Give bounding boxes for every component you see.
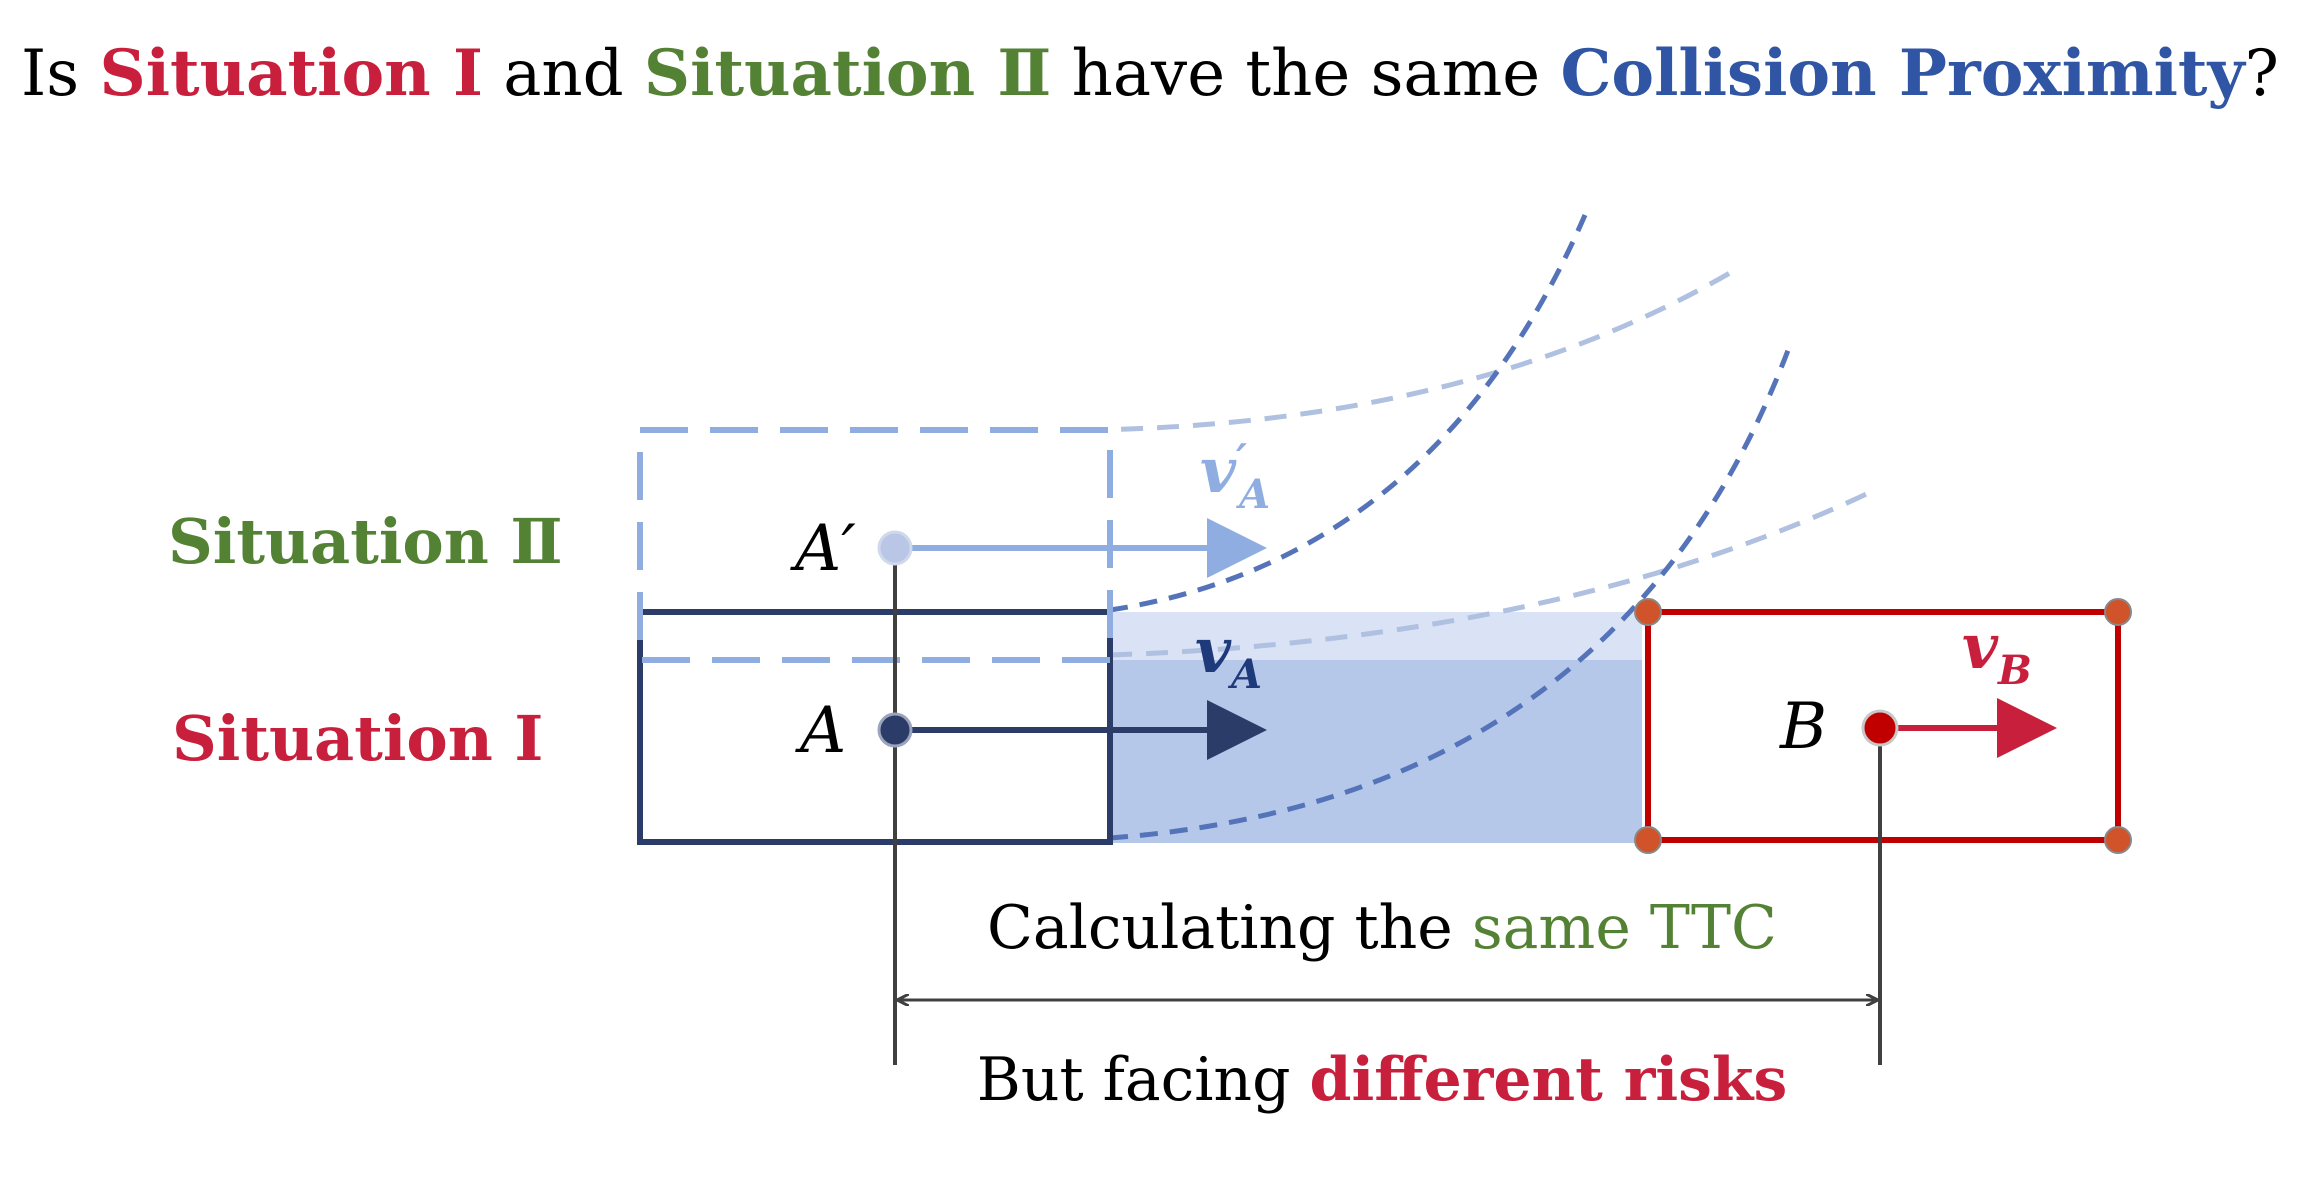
overlap-region	[1110, 660, 1642, 843]
point-b-dot	[1861, 709, 1899, 747]
title-collision-proximity: Collision Proximity	[1560, 36, 2246, 111]
trajectory-curve-upper-light	[1084, 267, 1737, 433]
velocity-b-base: v	[1962, 610, 1999, 683]
label-situation1: Situation Ⅰ	[172, 702, 543, 775]
title-and: and	[483, 37, 644, 111]
title-situation2: Situation Ⅱ	[644, 36, 1051, 111]
label-velocity-b: vB	[1962, 610, 2032, 694]
label-point-b: B	[1779, 690, 1827, 764]
point-a-prime-dot	[877, 530, 913, 566]
caption-same-ttc-prefix: Calculating the	[987, 893, 1472, 963]
trajectory-curve-upper	[1109, 214, 1588, 613]
vehicle-b-corner-bl	[1634, 826, 1662, 854]
title-prefix: Is	[21, 37, 99, 111]
velocity-a-prime-base: v	[1200, 434, 1237, 507]
vehicle-b-corner-tl	[1634, 598, 1662, 626]
vehicle-b-box	[1645, 609, 2121, 843]
title-suffix: ?	[2245, 37, 2279, 111]
caption-same-ttc-highlight: same TTC	[1472, 893, 1777, 963]
trajectory-curve-lower	[1109, 344, 1793, 841]
caption-different-risks-highlight: different risks	[1310, 1045, 1788, 1115]
label-velocity-a-prime: v′A	[1200, 434, 1270, 518]
velocity-a-sub: A	[1227, 651, 1262, 698]
label-point-a: A	[795, 694, 846, 768]
title-situation1: Situation Ⅰ	[99, 36, 482, 111]
velocity-b-sub: B	[1997, 647, 2032, 694]
velocity-a-prime-sub: A	[1235, 471, 1270, 518]
vehicle-b-corner-br	[2104, 826, 2132, 854]
velocity-a-prime-prime: ′	[1236, 435, 1247, 484]
label-point-a-prime: A′	[790, 512, 856, 586]
page-title: Is Situation Ⅰ and Situation Ⅱ have the …	[21, 36, 2279, 111]
vehicle-b-corner-tr	[2104, 598, 2132, 626]
point-a-dot	[877, 712, 913, 748]
caption-different-risks-prefix: But facing	[977, 1045, 1310, 1115]
title-middle: have the same	[1051, 37, 1560, 111]
label-situation2: Situation Ⅱ	[168, 505, 563, 578]
velocity-a-base: v	[1195, 614, 1232, 687]
caption-same-ttc: Calculating the same TTC	[987, 893, 1777, 963]
label-velocity-a: vA	[1195, 614, 1262, 698]
trajectory-curve-lower-light	[1109, 487, 1877, 658]
caption-different-risks: But facing different risks	[977, 1045, 1788, 1115]
